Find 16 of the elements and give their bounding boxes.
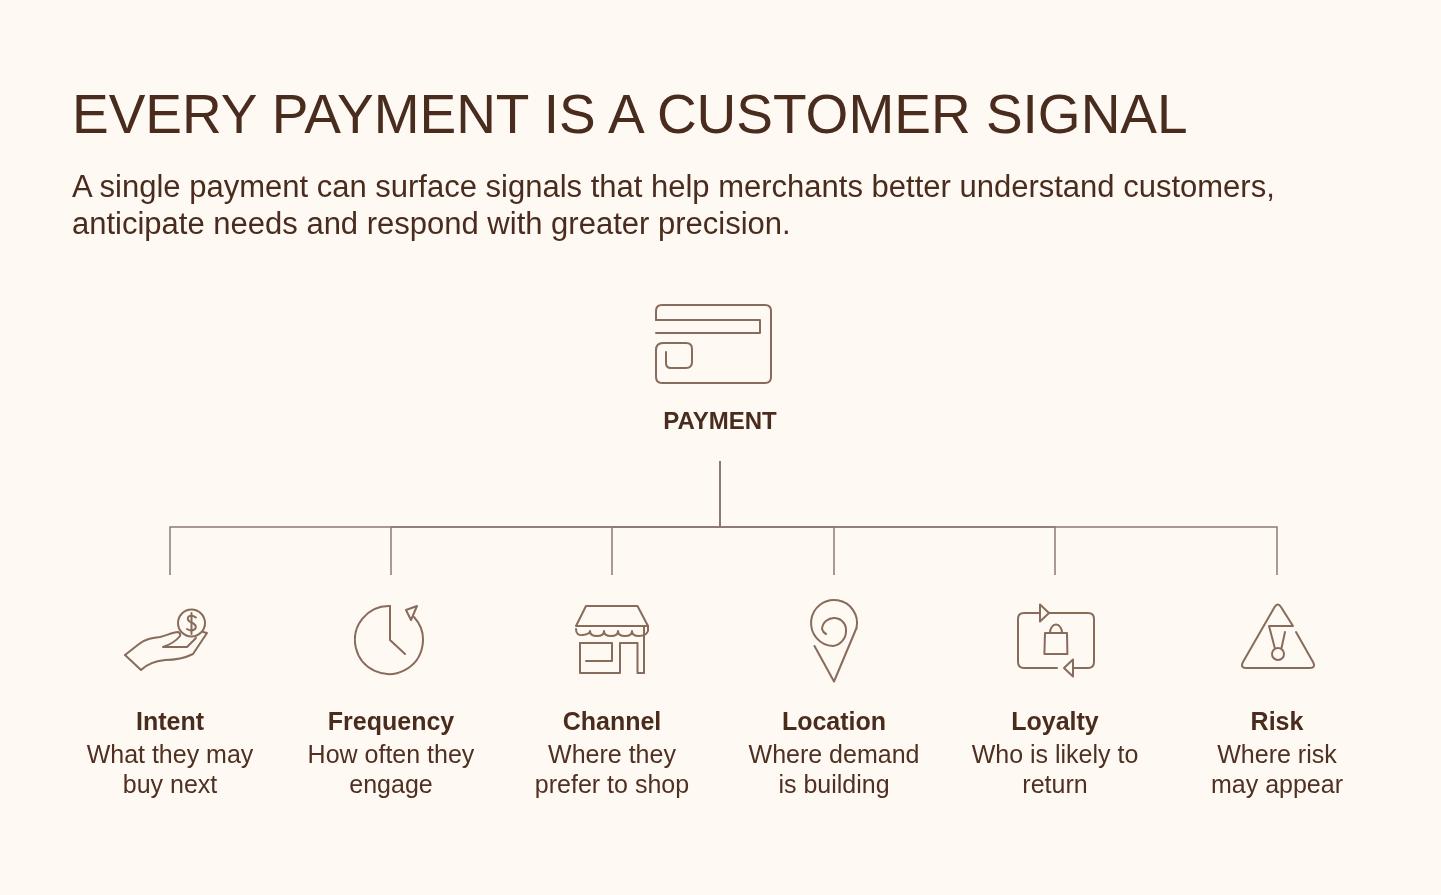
signal-description: What they may buy next bbox=[85, 739, 255, 799]
signal-description: Where they prefer to shop bbox=[533, 739, 691, 799]
node-label: PAYMENT bbox=[663, 406, 777, 436]
signal-title: Location bbox=[781, 706, 887, 736]
signal-title: Frequency bbox=[327, 706, 455, 736]
signal-title: Intent bbox=[135, 706, 204, 736]
signal-title: Risk bbox=[1250, 706, 1304, 736]
signal-description: How often they engage bbox=[306, 739, 476, 799]
subtitle: A single payment can surface signals that help merchants better understand customers, anticipate needs and respond with greater precision. bbox=[72, 168, 1276, 242]
signal-description: Where demand is building bbox=[747, 739, 921, 799]
signal-title: Loyalty bbox=[1011, 706, 1099, 736]
title: EVERY PAYMENT IS A CUSTOMER SIGNAL bbox=[72, 87, 1188, 142]
signal-description: Where risk may appear bbox=[1210, 739, 1344, 799]
connector-line bbox=[719, 460, 1278, 576]
signal-title: Channel bbox=[562, 706, 662, 736]
signal-description: Who is likely to return bbox=[970, 739, 1140, 799]
